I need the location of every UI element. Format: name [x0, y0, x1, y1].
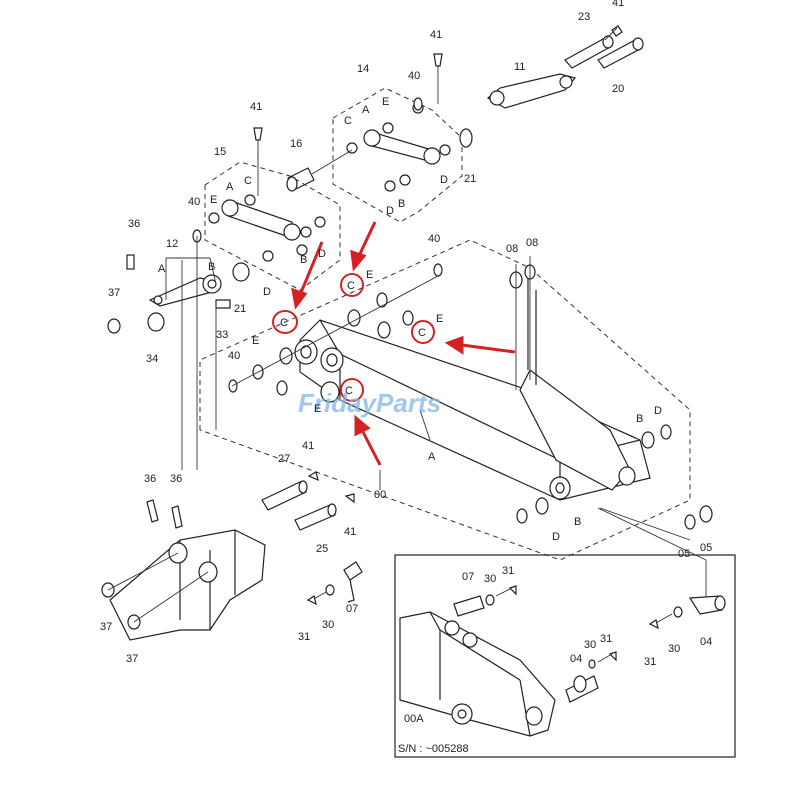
callout-16: 16 [290, 138, 302, 150]
callout-40-c: 40 [428, 233, 440, 245]
highlight-ring-c1 [272, 310, 298, 334]
link-15-group [208, 194, 326, 262]
arm-outline [199, 239, 691, 561]
callout-B-r1: B [636, 413, 643, 425]
callout-31-b: 31 [502, 565, 514, 577]
highlight-ring-c4 [340, 378, 364, 402]
callout-15: 15 [214, 146, 226, 158]
callout-D-15: D [263, 286, 271, 298]
callout-31-c: 31 [644, 656, 656, 668]
callout-C-14: C [344, 115, 352, 127]
link-11-group [486, 25, 644, 109]
leader-lines [181, 88, 707, 600]
callout-E-left: E [252, 335, 259, 347]
callout-14: 14 [357, 63, 369, 75]
callout-12: 12 [166, 238, 178, 250]
watermark: FridayParts [298, 388, 441, 418]
callout-00A: 00A [404, 713, 424, 725]
callout-C-red4: C [345, 385, 353, 397]
callout-E-red4: E [314, 403, 321, 415]
callout-41-b: 41 [430, 29, 442, 41]
callout-00: 00 [374, 489, 386, 501]
group-14-outline [332, 87, 463, 223]
callout-30-b: 30 [484, 573, 496, 585]
callout-41-top: 41 [612, 0, 624, 9]
highlight-ring-c2 [340, 273, 364, 297]
callout-E-15: E [210, 194, 217, 206]
callout-07-b: 07 [462, 571, 474, 583]
bracket-12 [107, 254, 250, 334]
callout-07-a: 07 [346, 603, 358, 615]
callout-41-e: 41 [344, 526, 356, 538]
callout-37-b: 37 [100, 621, 112, 633]
callout-A-14: A [362, 104, 370, 116]
group-15-outline [204, 161, 341, 291]
callout-D-r2: D [552, 531, 560, 543]
callout-A-12: A [158, 263, 166, 275]
callout-25: 25 [316, 543, 328, 555]
inset-serial-note: S/N : ~005288 [398, 743, 469, 755]
callout-E-mid: E [366, 269, 373, 281]
callout-40-a: 40 [408, 70, 420, 82]
link-14-group [346, 53, 473, 192]
callout-21-a: 21 [464, 173, 476, 185]
callout-31-d: 31 [600, 633, 612, 645]
callout-B-12: B [208, 261, 215, 273]
callout-D-14b: D [386, 205, 394, 217]
callout-05-a: 05 [678, 548, 690, 560]
callout-D-14: D [440, 174, 448, 186]
callout-40-d: 40 [228, 350, 240, 362]
callout-C-15: C [244, 175, 252, 187]
callout-30-d: 30 [584, 639, 596, 651]
pin-16 [286, 149, 353, 192]
callout-C-red3: C [418, 327, 426, 339]
callout-C-red2: C [280, 317, 288, 329]
callout-21-b: 21 [234, 303, 246, 315]
callout-30-c: 30 [668, 643, 680, 655]
callout-04-a: 04 [700, 636, 712, 648]
callout-20: 20 [612, 83, 624, 95]
arm-00 [294, 270, 651, 501]
callout-37-c: 37 [126, 653, 138, 665]
callout-C-red1: C [347, 280, 355, 292]
callout-41-d: 41 [302, 440, 314, 452]
callout-31-a: 31 [298, 631, 310, 643]
callout-11: 11 [514, 61, 525, 73]
callout-B-r2: B [574, 516, 581, 528]
callout-08-b: 08 [526, 237, 538, 249]
callout-B-15: B [300, 254, 307, 266]
callout-labels: 23 41 20 11 14 40 41 A E C 21 D B D 41 1… [100, 0, 712, 755]
callout-40-b: 40 [188, 196, 200, 208]
callout-A-boom: A [428, 451, 436, 463]
callout-37-a: 37 [108, 287, 120, 299]
callout-41-c: 41 [250, 101, 262, 113]
callout-36-a: 36 [128, 218, 140, 230]
callout-36-c: 36 [170, 473, 182, 485]
callout-E-14: E [382, 96, 389, 108]
callout-33: 33 [216, 329, 228, 341]
callout-D-r1: D [654, 405, 662, 417]
highlight-ring-c3 [411, 320, 435, 344]
callout-05-b: 05 [700, 542, 712, 554]
callout-A-15: A [226, 181, 234, 193]
callout-27: 27 [278, 453, 290, 465]
callout-B-14: B [398, 198, 405, 210]
callout-36-b: 36 [144, 473, 156, 485]
callout-23: 23 [578, 11, 590, 23]
callout-30-a: 30 [322, 619, 334, 631]
callout-34: 34 [146, 353, 158, 365]
callout-D-mid: D [318, 248, 326, 260]
inset-box [394, 554, 736, 758]
highlight-markers [272, 221, 516, 466]
callout-08-a: 08 [506, 243, 518, 255]
callout-04-b: 04 [570, 653, 582, 665]
inset-arm-00A [399, 585, 617, 737]
lower-boom [101, 471, 726, 641]
callout-E-right: E [436, 313, 443, 325]
